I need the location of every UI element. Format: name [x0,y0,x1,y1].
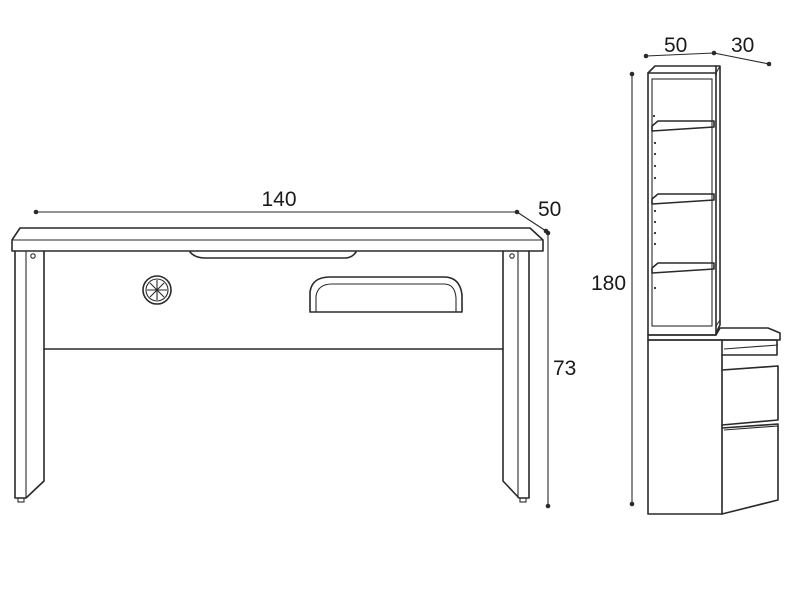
shelf-pin-holes [652,114,657,290]
drawer-3 [721,423,779,515]
cable-grommet-icon [142,275,172,305]
desk-keyboard-tray [309,276,463,313]
bookcase-drawers [721,339,779,515]
drawer-2 [721,365,779,426]
bookcase-shelves [651,120,715,274]
cabinet-depth-label: 30 [731,34,754,57]
desk-right-leg [502,250,530,499]
desk-depth-dimension: 50 [516,198,561,234]
bookcase-cabinet: 50 30 180 [591,34,781,515]
cabinet-height-label: 180 [591,272,626,295]
desk-cable-groove [189,251,357,259]
desk-depth-label: 50 [538,198,561,221]
cabinet-depth-dimension: 30 [713,34,772,67]
cabinet-height-dimension: 180 [591,71,635,507]
desk-left-leg [14,250,45,499]
desk-height-label: 73 [553,357,576,380]
desk-width-label: 140 [261,188,296,211]
drawer-1 [721,339,778,356]
cabinet-width-dimension: 50 [643,34,717,59]
cabinet-width-label: 50 [664,34,687,57]
desk-height-dimension: 73 [545,230,576,509]
desk-width-dimension: 140 [33,188,520,215]
desk: 140 50 73 [11,188,576,509]
bookcase-base-top [647,327,781,341]
bookcase-base-cabinet [647,339,723,515]
